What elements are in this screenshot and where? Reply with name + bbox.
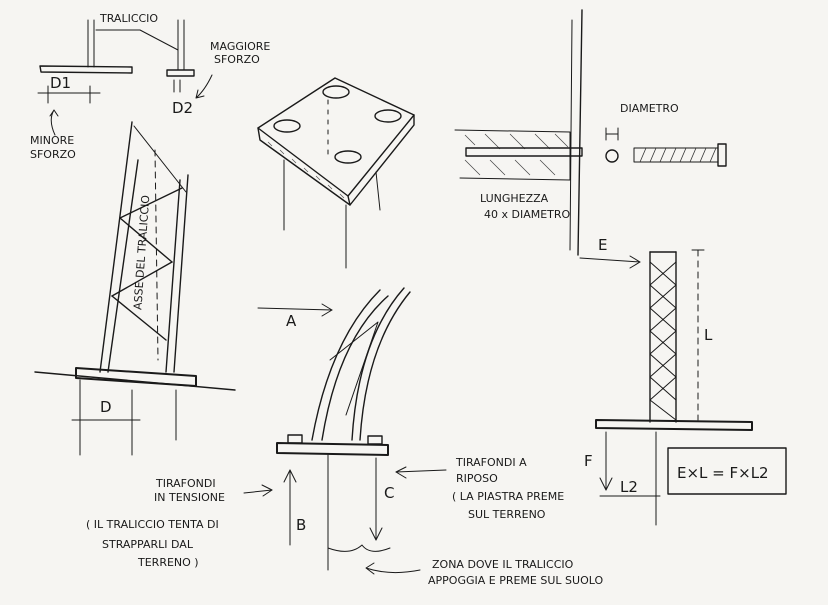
f-label: F bbox=[584, 452, 593, 470]
maggiore-label: MAGGIORE bbox=[210, 40, 270, 53]
d1-label: D1 bbox=[50, 74, 71, 92]
tensione-note-1: ( IL TRALICCIO TENTA DI bbox=[86, 518, 219, 531]
d-label: D bbox=[100, 398, 112, 416]
l2-label: L2 bbox=[620, 478, 638, 496]
minore-label: MINORE bbox=[30, 134, 74, 147]
l-label: L bbox=[704, 326, 713, 344]
a-label: A bbox=[286, 312, 297, 330]
riposo-note-1: ( LA PIASTRA PREME bbox=[452, 490, 564, 503]
minore-sforzo-label: SFORZO bbox=[30, 148, 76, 161]
in-tensione-label: IN TENSIONE bbox=[154, 491, 225, 504]
d2-label: D2 bbox=[172, 99, 193, 117]
base-plate-sketch bbox=[257, 77, 415, 269]
traliccio-top-label: TRALICCIO bbox=[99, 12, 158, 25]
base-comparison-sketch bbox=[37, 19, 213, 136]
sforzo-label: SFORZO bbox=[214, 53, 260, 66]
b-label: B bbox=[296, 516, 306, 534]
riposo-label-2: RIPOSO bbox=[456, 472, 498, 485]
diametro-label: DIAMETRO bbox=[620, 102, 679, 115]
lattice-tower-sketch bbox=[34, 121, 236, 456]
anchor-rod-sketch bbox=[454, 9, 727, 256]
tirafondi-label: TIRAFONDI bbox=[155, 477, 216, 490]
riposo-label: TIRAFONDI A bbox=[455, 456, 527, 469]
e-label: E bbox=[598, 236, 607, 254]
c-label: C bbox=[384, 484, 394, 502]
zona-label-2: APPOGGIA E PREME SUL SUOLO bbox=[428, 574, 603, 587]
lever-mast-sketch bbox=[579, 249, 787, 526]
tensione-note-2: STRAPPARLI DAL bbox=[102, 538, 194, 551]
equation-label: E×L = F×L2 bbox=[677, 464, 769, 482]
riposo-note-2: SUL TERRENO bbox=[468, 508, 546, 521]
curved-tower-sketch bbox=[243, 287, 447, 575]
zona-label: ZONA DOVE IL TRALICCIO bbox=[432, 558, 574, 571]
lunghezza-label: LUNGHEZZA bbox=[480, 192, 549, 205]
lunghezza-formula-label: 40 x DIAMETRO bbox=[484, 208, 571, 221]
tensione-note-3: TERRENO ) bbox=[137, 556, 199, 569]
